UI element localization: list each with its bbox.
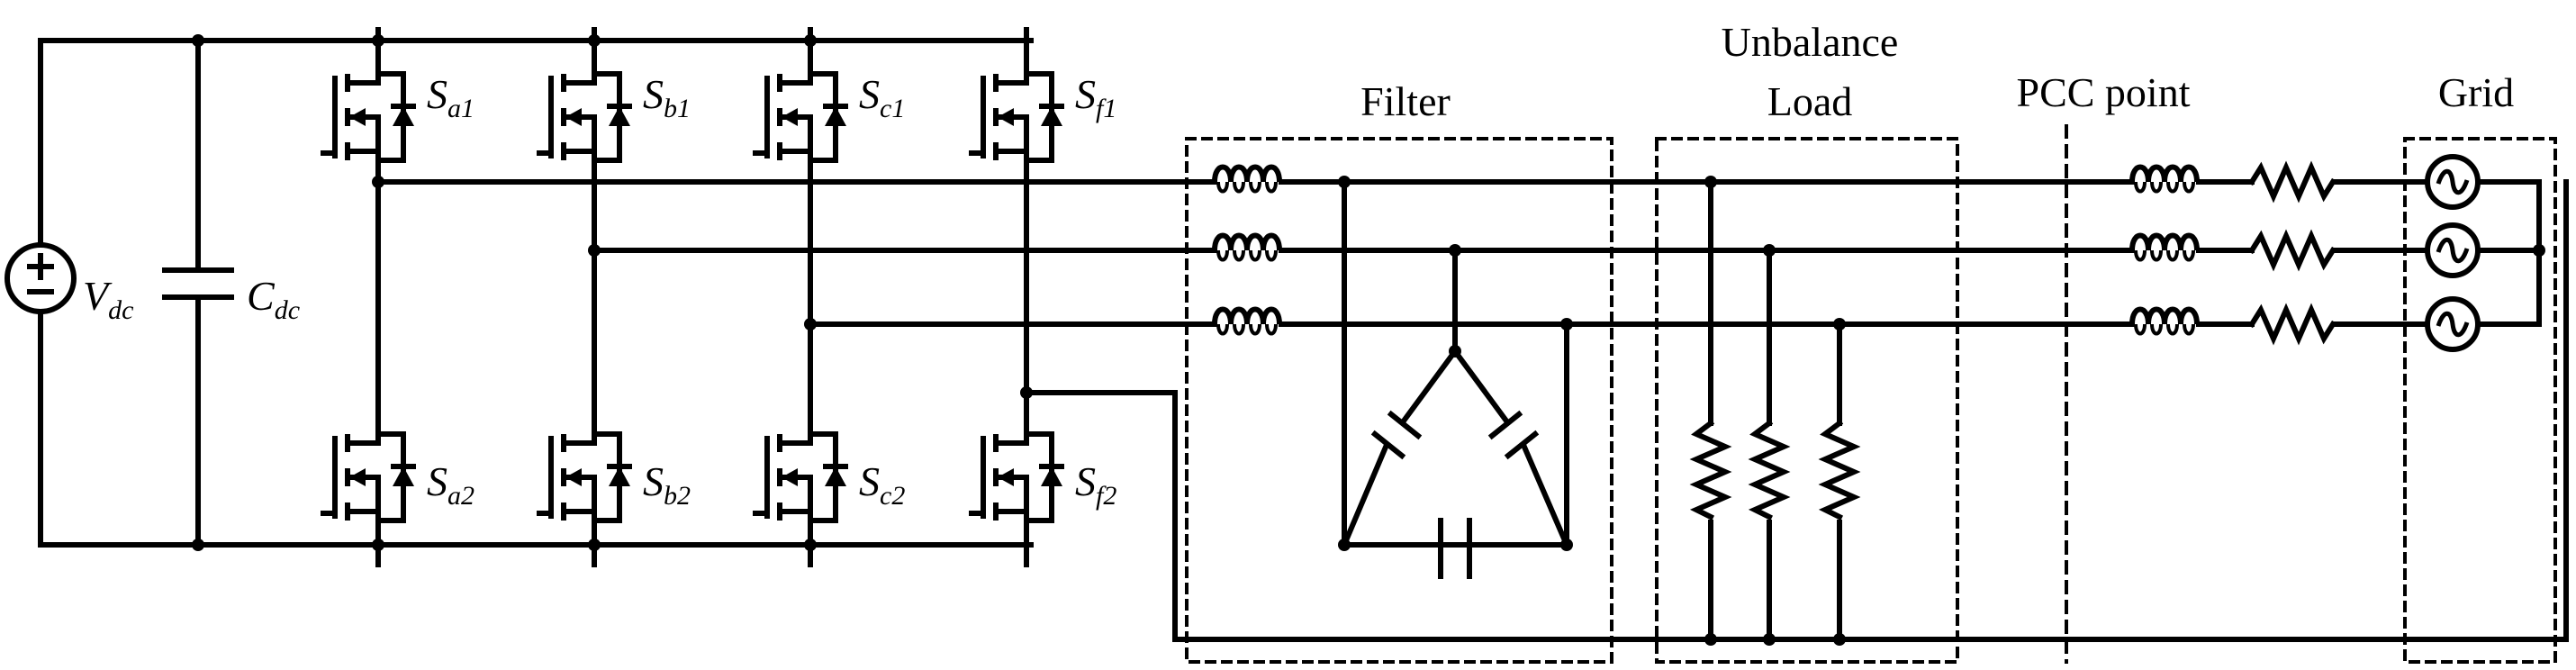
switch-sa2 xyxy=(321,387,416,567)
dc-source-symbol xyxy=(5,242,77,314)
filter-inductor-b xyxy=(1215,236,1279,260)
grid-label: Grid xyxy=(2438,69,2514,115)
load-label-line2: Load xyxy=(1767,78,1853,124)
switch-label-sc2: Sc2 xyxy=(859,458,905,511)
grid-source-b-icon xyxy=(2427,225,2478,276)
cdc-label: Cdc xyxy=(247,273,300,325)
switch-label-sa1: Sa1 xyxy=(427,71,475,123)
load-label-line1: Unbalance xyxy=(1722,19,1899,65)
grid-inductor-c xyxy=(2132,310,2197,334)
switch-label-sc1: Sc1 xyxy=(859,71,905,123)
grid-inductor-b xyxy=(2132,236,2197,260)
junction-dots xyxy=(192,34,2545,646)
switch-label-sa2: Sa2 xyxy=(427,458,475,511)
filter-inductor-a xyxy=(1215,168,1279,192)
switch-sf2 xyxy=(969,387,1064,567)
grid-source-a-icon xyxy=(2427,157,2478,207)
pcc-label: PCC point xyxy=(2016,69,2190,115)
switch-label-sf1: Sf1 xyxy=(1075,71,1116,123)
filter-inductor-c xyxy=(1215,310,1279,334)
grid-source-c-icon xyxy=(2427,299,2478,349)
vdc-label: Vdc xyxy=(83,273,133,325)
switch-label-sb2: Sb2 xyxy=(643,458,691,511)
grid-inductor-a xyxy=(2132,168,2197,192)
switch-label-sf2: Sf2 xyxy=(1075,458,1116,511)
filter-label: Filter xyxy=(1360,78,1451,124)
switch-sb2 xyxy=(537,387,632,567)
switch-sc2 xyxy=(753,387,848,567)
switch-label-sb1: Sb1 xyxy=(643,71,691,123)
